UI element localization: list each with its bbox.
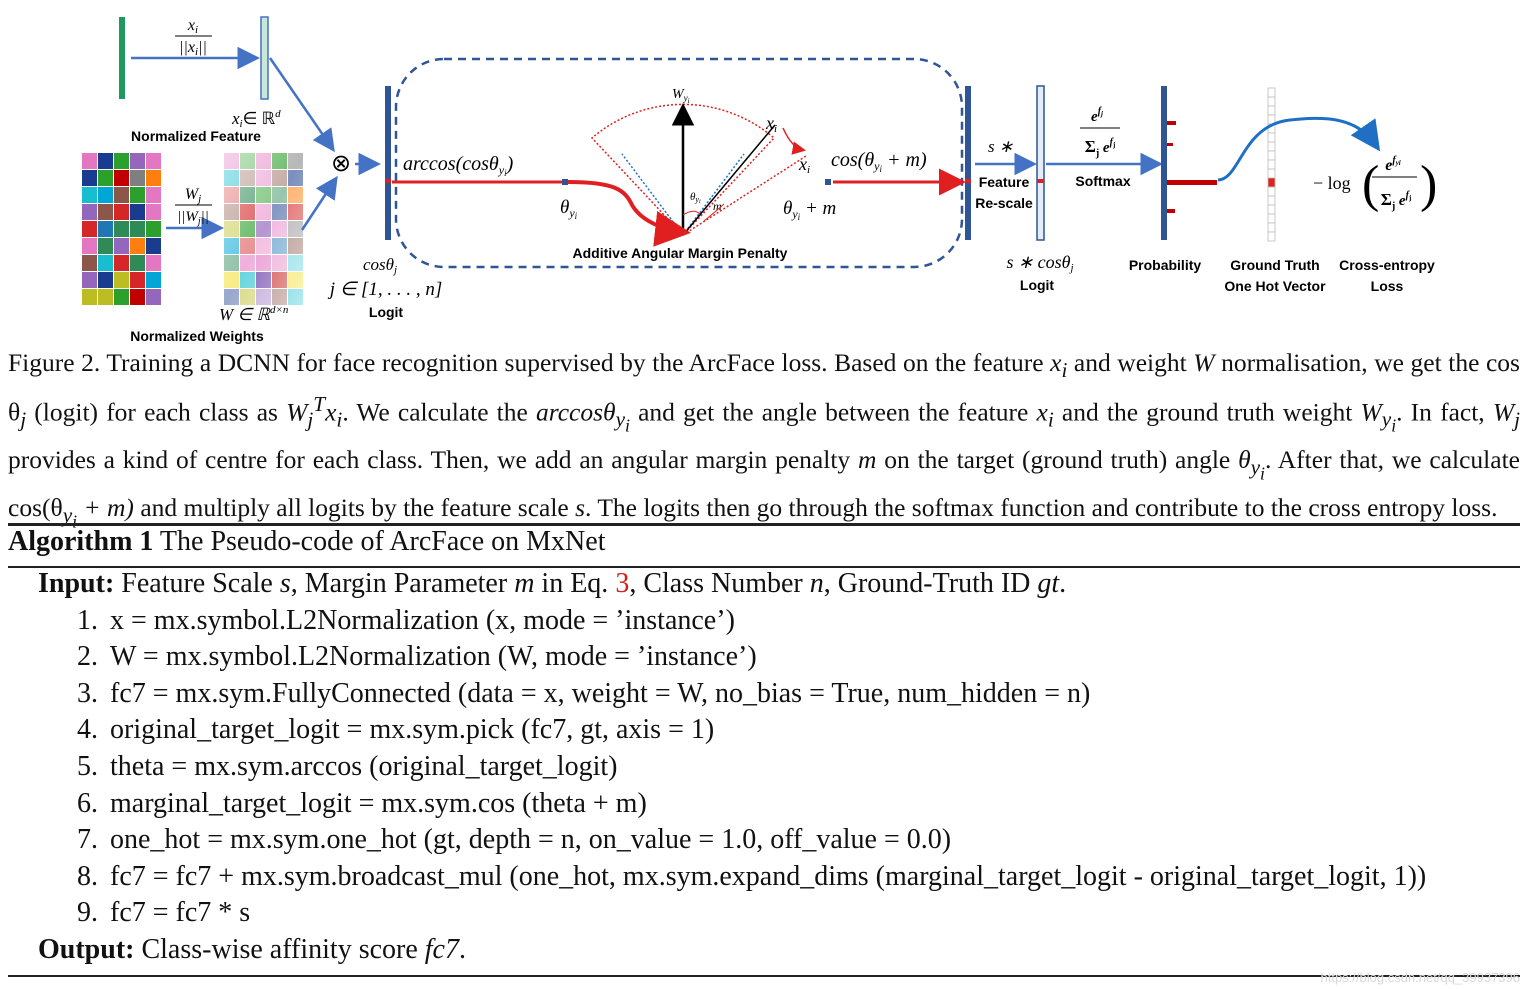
additive-margin-label: Additive Angular Margin Penalty [573, 245, 788, 261]
algorithm-mid-rule [8, 566, 1520, 568]
svg-text:||xi||: ||xi|| [179, 39, 207, 58]
algorithm-body: Input: Feature Scale s, Margin Parameter… [38, 566, 1426, 969]
normalized-weights-label: Normalized Weights [130, 328, 264, 344]
svg-text:(: ( [1362, 156, 1379, 213]
algorithm-step: 2.W = mx.symbol.L2Normalization (W, mode… [77, 641, 757, 673]
algorithm-step: 6.marginal_target_logit = mx.sym.cos (th… [77, 787, 647, 819]
svg-text:xi: xi [798, 154, 810, 176]
algorithm-step: 8.fc7 = fc7 + mx.sym.broadcast_mul (one_… [77, 860, 1427, 892]
algorithm-step: 5.theta = mx.sym.arccos (original_target… [77, 750, 618, 782]
multiply-symbol: ⊗ [331, 151, 351, 177]
svg-text:xi: xi [765, 113, 777, 135]
additive-margin-box [394, 57, 964, 269]
softmax-label: Softmax [1075, 173, 1130, 189]
svg-text:cos(θyi + m): cos(θyi + m) [831, 149, 927, 174]
algorithm-step: 1.x = mx.symbol.L2Normalization (x, mode… [77, 604, 735, 636]
svg-text:Logit: Logit [1020, 277, 1055, 293]
ground-truth-label: Ground Truth [1230, 257, 1319, 273]
svg-text:θyi: θyi [690, 191, 701, 205]
watermark-text: https://blog.csdn.net/qq_39937396 [1320, 970, 1521, 985]
equation-link[interactable]: 3 [615, 568, 630, 599]
weight-matrix [82, 153, 161, 305]
svg-text:Σj efj: Σj efj [1085, 137, 1116, 159]
algorithm-title: Algorithm 1 The Pseudo-code of ArcFace o… [8, 526, 606, 557]
normalized-weight-matrix [224, 153, 304, 306]
logit-bar [385, 86, 391, 240]
algorithm-bottom-rule [8, 975, 1520, 977]
svg-text:efyi: efyi [1385, 155, 1401, 174]
svg-text:One Hot Vector: One Hot Vector [1224, 278, 1326, 294]
svg-text:j ∈ [1, . . . , n]: j ∈ [1, . . . , n] [327, 279, 443, 300]
svg-text:− log: − log [1313, 173, 1351, 193]
svg-text:s ∗ cosθj: s ∗ cosθj [1007, 252, 1074, 274]
svg-text:θyi: θyi [560, 197, 578, 221]
svg-text:W ∈ ℝd×n: W ∈ ℝd×n [219, 304, 289, 324]
logit-label: Logit [369, 304, 404, 320]
scaled-logit-bar [1036, 85, 1045, 241]
algorithm-step: 3.fc7 = mx.sym.FullyConnected (data = x,… [77, 677, 1091, 709]
svg-text:Σj efj: Σj efj [1381, 190, 1412, 212]
svg-text:Loss: Loss [1371, 278, 1404, 294]
algorithm-top-rule [8, 523, 1520, 526]
svg-text:Wj: Wj [185, 186, 201, 205]
probability-bar [1161, 86, 1167, 240]
figure-caption: Figure 2. Training a DCNN for face recog… [8, 348, 1520, 532]
svg-text:efj: efj [1091, 106, 1103, 125]
cross-entropy-label: Cross-entropy [1339, 257, 1435, 273]
svg-text:xi: xi [187, 17, 198, 36]
svg-text:Re-scale: Re-scale [975, 195, 1033, 211]
input-feature-bar [119, 17, 125, 99]
svg-text:): ) [1420, 156, 1437, 213]
svg-text:m: m [713, 199, 722, 213]
svg-text:Wyi: Wyi [672, 87, 690, 105]
algorithm-input: Input: Feature Scale s, Margin Parameter… [38, 568, 1067, 599]
algorithm-step: 9.fc7 = fc7 * s [77, 897, 251, 929]
normalized-feature-label: Normalized Feature [131, 128, 261, 144]
svg-text:||Wj||: ||Wj|| [177, 209, 209, 227]
arcface-figure: xi ||xi|| xi∈ ℝd Normalized Feature Wj |… [82, 16, 1437, 344]
svg-text:arccos(cosθyi): arccos(cosθyi) [403, 153, 514, 178]
svg-text:Probability: Probability [1129, 257, 1202, 273]
algorithm-step: 7.one_hot = mx.sym.one_hot (gt, depth = … [77, 824, 952, 856]
algorithm-output: Output: Class-wise affinity score fc7. [38, 933, 466, 965]
frac-num: x [187, 17, 195, 34]
algorithm-step: 4.original_target_logit = mx.sym.pick (f… [77, 714, 715, 746]
svg-text:cosθj: cosθj [363, 255, 397, 276]
svg-text:xi∈ ℝd: xi∈ ℝd [231, 108, 281, 130]
svg-text:s ∗: s ∗ [988, 137, 1013, 156]
svg-text:θyi + m: θyi + m [783, 198, 836, 222]
normalized-feature-bar [260, 16, 269, 100]
one-hot-vector [1267, 87, 1276, 242]
feature-rescale-label: Feature [979, 174, 1030, 190]
